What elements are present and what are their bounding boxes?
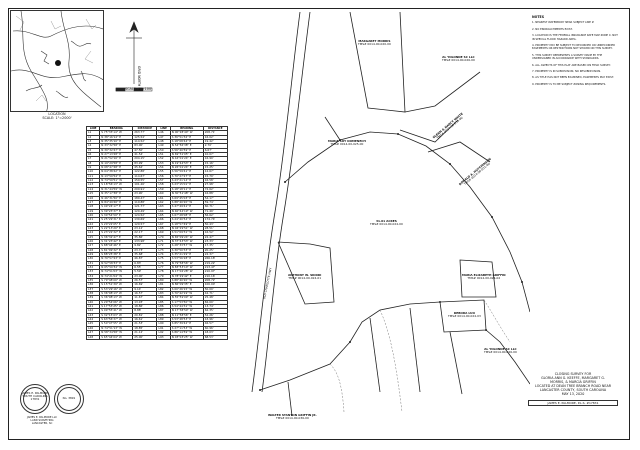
road-edge xyxy=(251,12,301,393)
title-block: CLOSING SURVEY FOR GLORIA ANN G. KEEFFE,… xyxy=(528,372,618,406)
vicinity-map xyxy=(10,10,104,112)
east-boundary xyxy=(485,329,530,385)
registration-seal xyxy=(54,384,84,414)
title-line-date: MAY 13, 2020 xyxy=(561,392,585,396)
vicinity-title: LOCATION xyxy=(48,112,66,116)
table-cell: 68.53' xyxy=(202,334,229,340)
parcel-line xyxy=(324,116,341,141)
owner-label-yolonde-south: AL YOLONDE SC LLC TMS# 0014-00-026-00 xyxy=(484,347,517,355)
owner-label-morris: MARGARET MORRIS TMS# 0014-00-020-00 xyxy=(358,39,391,47)
parcel-griffin xyxy=(459,259,497,298)
note-item: 2. NO ENCROACHMENTS EXIST. xyxy=(532,27,573,31)
drawing-sheet-border xyxy=(8,8,630,440)
parcel-morris xyxy=(349,12,406,113)
surveyor-seal-text: JAMES E. PALMORE SOUTH CAROLINA 17831 xyxy=(21,391,49,402)
parcel-line xyxy=(369,317,381,393)
owner-label-luo: DEBORA LUO TMS# 0014-00-024-03 xyxy=(448,311,481,319)
surveyor-discipline: LAND SURVEYING xyxy=(30,419,54,422)
note-item: 5. THIS SURVEY REPRESENTS A SURVEY MADE … xyxy=(532,53,603,61)
note-item: 3. LOCATION IS THE FEDERAL INSURANCE RAT… xyxy=(532,34,618,41)
surveyor-signature-line: JAMES E. PALMORE, P.L.S. #17831 xyxy=(528,400,618,406)
registration-seal-text: No. 3891 xyxy=(62,396,76,400)
owner-label-domenech: MARIA SOY DOMENECH TMS# 0014-00-025-00 xyxy=(328,139,366,147)
notes-block: NOTES 1. NEAREST WATERBODY NEAR SUBJECT … xyxy=(532,15,620,89)
table-cell: L48 xyxy=(85,334,101,340)
parcel-line xyxy=(409,307,421,393)
note-item: 9. PROPERTY IS TO BE SUBJECT ZONING REQU… xyxy=(532,82,607,86)
note-item: 6. ALL ASPECTS OF THIS PLAT ARE BASED ON… xyxy=(532,63,611,67)
vicinity-caption: LOCATION SCALE: 1"=2000' xyxy=(10,112,104,120)
scale-label: SCALE: 1"=100' xyxy=(125,87,153,91)
table-cell: 25.00' xyxy=(132,334,158,340)
note-item: 4. PROPERTY MAY BE SUBJECT TO RECORDED O… xyxy=(532,44,616,51)
title-line-survey-type: CLOSING SURVEY FOR xyxy=(554,372,592,376)
note-item: 7. PROPERTY IS IN SUBDIVISION, NO RESUBD… xyxy=(532,70,602,74)
surveyor-location: LANCASTER, SC xyxy=(31,422,53,425)
parcel-acreage-label: 31.01 ACRES TMS# 0014-00-024-00 xyxy=(370,219,403,227)
north-arrow-block: GRID NORTH xyxy=(112,18,156,104)
surveyor-seal xyxy=(20,384,50,414)
owner-label-griffin: MARIA ELIZABETH GRIFFIN TMS# 0014-00-024… xyxy=(462,273,506,281)
owner-label-yolonde: AL YOLONDE SC LLC TMS# 0014-00-026-00 xyxy=(442,55,475,63)
parcel-boundary xyxy=(284,131,530,313)
parcel-skiddi xyxy=(277,241,335,305)
title-line-owners-2: MORRIS, & MARCIA GRIFFIN xyxy=(550,380,596,384)
title-line-location: LOCATED AT DEAN TREE BRANCH ROAD NEAR xyxy=(534,384,611,388)
header-line: LINE xyxy=(85,125,101,132)
owner-label-stanton: WALTER STANTON GRIFFIN JR. TMS# 0014-00-… xyxy=(268,413,317,421)
line-table: LINE BEARING DISTANCE LINE BEARING DISTA… xyxy=(85,125,229,340)
note-item: 1. NEAREST WATERBODY NEAR SUBJECT LINE # xyxy=(532,21,594,25)
road-edge xyxy=(261,12,311,393)
parcel-line xyxy=(287,381,293,417)
parcel-line xyxy=(449,331,463,395)
surveyor-company: JAMES E. PALMORE LLC xyxy=(27,416,57,419)
survey-plat: MARGARET MORRIS TMS# 0014-00-020-00 AL Y… xyxy=(230,12,530,432)
title-line-owners: GLORIA ANN G. KEEFFE, MARGARET G. xyxy=(541,376,605,380)
table-cell: S 65°44'04" W xyxy=(99,334,134,340)
note-item: 8. AS TITLE HAS NOT BEEN EXAMINED, EASEM… xyxy=(532,76,614,80)
notes-title: NOTES xyxy=(532,15,545,19)
title-line-county: LANCASTER COUNTY, SOUTH CAROLINA xyxy=(539,388,607,392)
parcel-yolonde xyxy=(404,71,481,113)
table-cell: N 03°03'25" W xyxy=(169,334,204,340)
owner-label-skiddi: ANTHONY W. SKIDDI TMS# 0014-00-024-01 xyxy=(288,273,322,281)
parcel-white xyxy=(399,119,459,143)
parcel-hutchinson xyxy=(427,141,491,163)
vicinity-subtitle: SCALE: 1"=2000' xyxy=(42,116,72,120)
svg-text:GRID NORTH: GRID NORTH xyxy=(137,66,141,87)
header-distance: DISTANCE xyxy=(202,125,229,132)
surveyor-info: JAMES E. PALMORE LLC LAND SURVEYING LANC… xyxy=(12,416,72,425)
south-boundary xyxy=(259,301,441,391)
table-cell: L93 xyxy=(156,334,171,340)
